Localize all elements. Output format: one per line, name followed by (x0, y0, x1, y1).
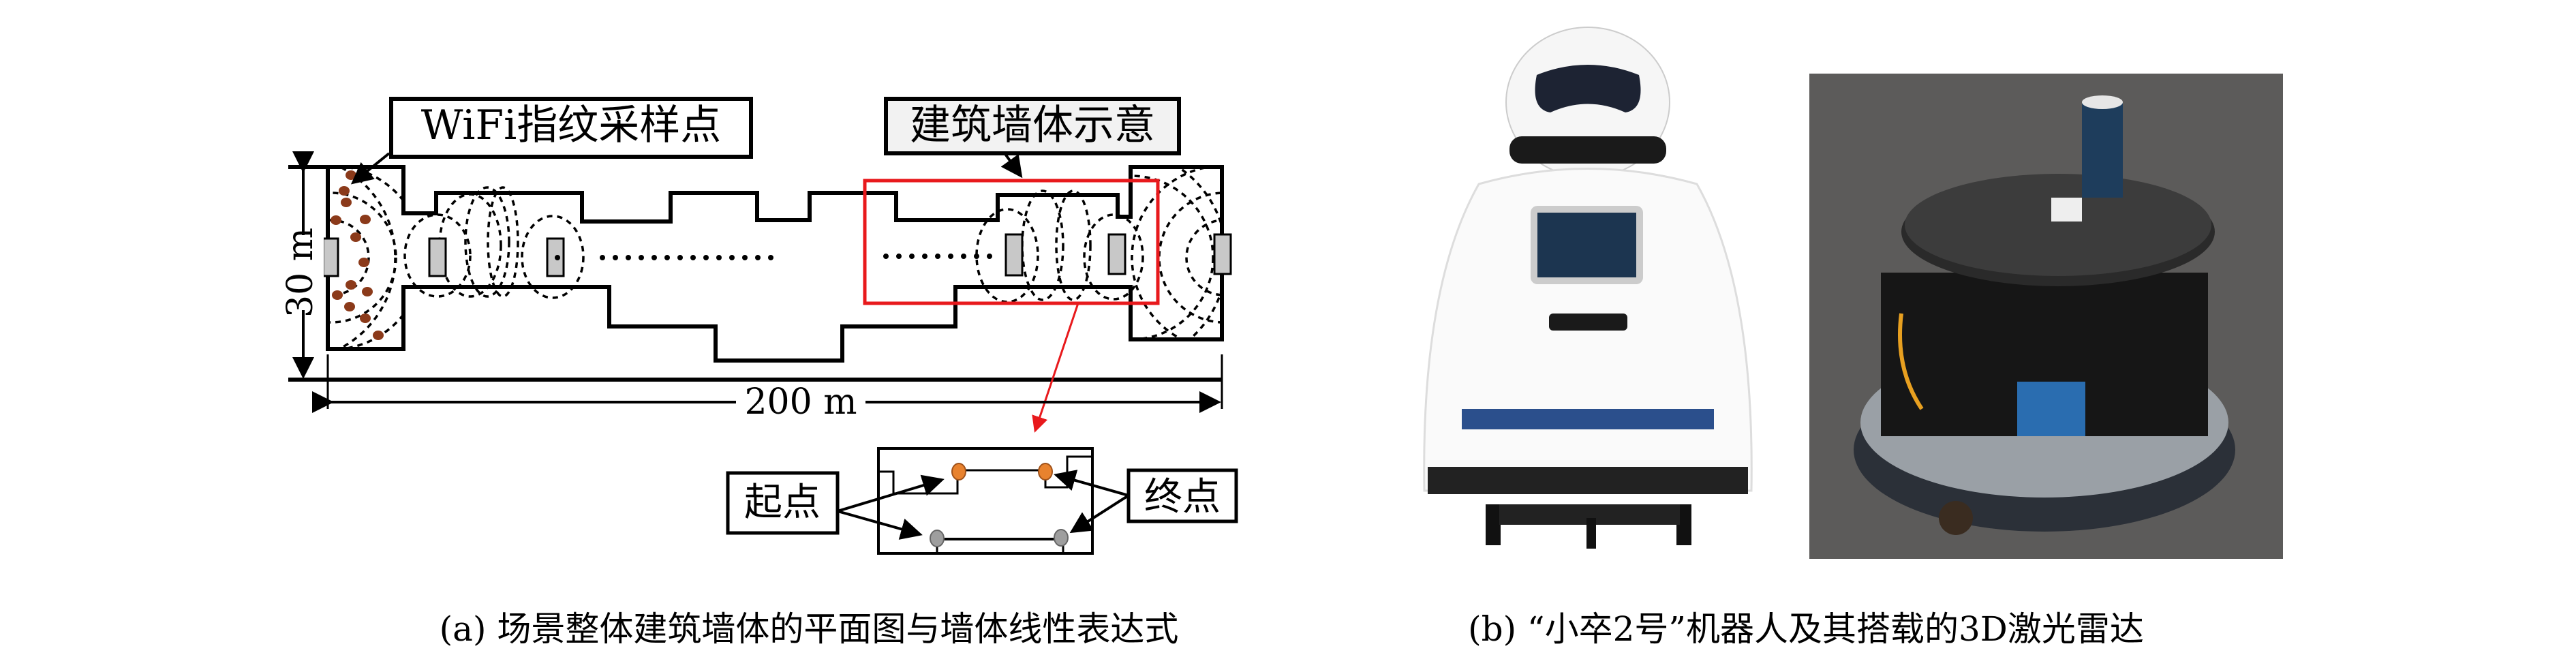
access-point (1107, 233, 1126, 275)
access-point (322, 237, 339, 277)
wifi-sample-point (331, 215, 341, 225)
access-point (1005, 233, 1024, 277)
access-point (428, 237, 447, 277)
end-point-orange (1038, 463, 1053, 480)
wifi-sample-point (373, 331, 384, 340)
start-point-orange (951, 463, 966, 480)
end-point-gray (1054, 529, 1069, 547)
wifi-label: WiFi指纹采样点 (421, 102, 722, 149)
height-dimension-label: 30 m (280, 228, 321, 318)
wall-linear-inset (877, 447, 1094, 555)
wifi-sample-point (360, 314, 371, 323)
wifi-sample-point (350, 232, 361, 242)
caption-b: (b) “小卒2号”机器人及其搭载的3D激光雷达 (1468, 609, 2144, 649)
start-label-box (726, 471, 840, 535)
width-dimension-label: 200 m (744, 382, 857, 423)
service-robot-photo (1423, 27, 1753, 549)
start-label: 起点 (744, 480, 821, 525)
wifi-sample-point (346, 170, 356, 180)
start-arrow (837, 510, 923, 540)
wifi-sample-point (341, 198, 352, 207)
wifi-sample-point (339, 186, 350, 196)
wifi-sample-point (344, 302, 355, 311)
end-arrow (1054, 470, 1129, 497)
wall-label-arrow (1000, 153, 1023, 179)
signal-coverage-right (1131, 167, 1222, 339)
access-point (1213, 233, 1232, 275)
access-points (322, 233, 1232, 277)
end-label-box (1126, 468, 1238, 523)
lidar-robot-photo (1809, 74, 2283, 559)
end-label: 终点 (1144, 475, 1221, 519)
caption-a: (a) 场景整体建筑墙体的平面图与墙体线性表达式 (440, 609, 1179, 649)
wifi-sample-point (346, 280, 356, 290)
start-point-gray (930, 530, 945, 547)
highlight-box (863, 179, 1160, 305)
wifi-sample-point (360, 215, 371, 224)
wifi-label-box (389, 97, 753, 159)
signal-coverage-corridor (403, 186, 1144, 303)
wall-label: 建筑墙体示意 (910, 102, 1155, 149)
wifi-label-arrow (350, 152, 390, 185)
wifi-sample-point (332, 290, 343, 300)
floor-plan: WiFi指纹采样点 建筑墙体示意 30 m 200 m (280, 97, 1238, 649)
end-arrow (1069, 494, 1130, 534)
wall-label-box (884, 97, 1181, 155)
left-room-wall (288, 165, 1224, 363)
wifi-sample-point (358, 258, 369, 267)
start-arrow (837, 474, 945, 513)
wifi-sample-point (362, 287, 373, 296)
highlight-arrow (1032, 303, 1079, 433)
